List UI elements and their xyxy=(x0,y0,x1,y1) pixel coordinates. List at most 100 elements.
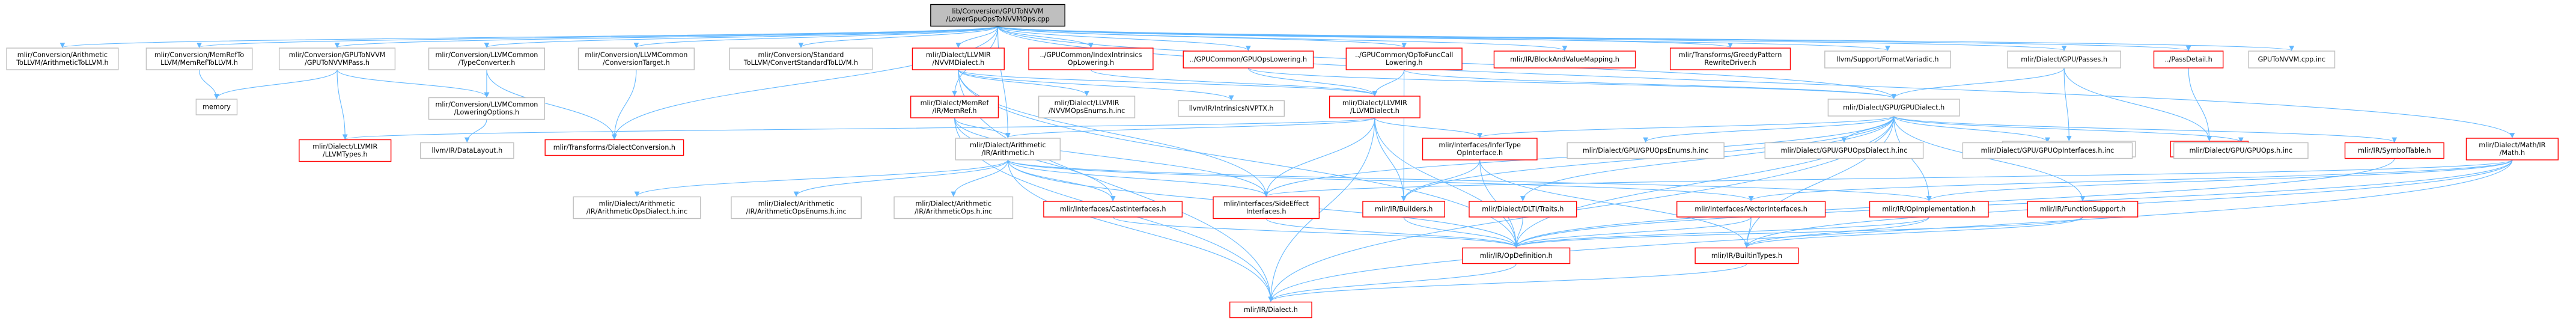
node-gpu-ops-inc: mlir/Dialect/GPU/GPUOps.h.inc xyxy=(2173,142,2309,159)
node-label: ../PassDetail.h xyxy=(2164,56,2212,64)
node-label: /GPUToNVVMPass.h xyxy=(305,59,370,67)
edge-root-to-memref-to-llvm xyxy=(196,26,999,48)
node-label: mlir/Dialect/MemRef xyxy=(921,99,990,107)
node-nvvm-dialect[interactable]: mlir/Dialect/LLVMIR/NVVMDialect.h xyxy=(912,47,1005,70)
node-label: mlir/IR/BlockAndValueMapping.h xyxy=(1510,56,1619,64)
node-box xyxy=(1329,96,1420,118)
node-box xyxy=(731,196,862,219)
node-label: mlir/Dialect/LLVMIR xyxy=(1055,99,1119,107)
node-label: /LLVMTypes.h xyxy=(323,151,367,159)
edge-root-to-block-and-value xyxy=(997,26,1568,51)
node-label: llvm/IR/DataLayout.h xyxy=(431,147,502,154)
node-builders[interactable]: mlir/IR/Builders.h xyxy=(1362,201,1446,218)
node-cast-interfaces[interactable]: mlir/Interfaces/CastInterfaces.h xyxy=(1043,201,1183,218)
node-box xyxy=(2153,50,2224,69)
node-label: Interfaces.h xyxy=(1246,208,1286,216)
node-box xyxy=(1676,201,1826,218)
node-label: mlir/Transforms/GreedyPattern xyxy=(1679,51,1782,59)
node-dlti-traits[interactable]: mlir/Dialect/DLTI/Traits.h xyxy=(1469,201,1577,218)
node-box xyxy=(1493,50,1636,69)
edge-arithmetic-h-to-vector-interfaces xyxy=(1007,159,1754,201)
node-math-h[interactable]: mlir/Dialect/Math/IR/Math.h xyxy=(2465,138,2559,160)
edge-cast-interfaces-to-op-definition xyxy=(1112,216,1519,248)
node-box xyxy=(573,196,701,219)
node-box xyxy=(1028,47,1154,70)
node-arith-to-llvm: mlir/Conversion/ArithmeticToLLVM/Arithme… xyxy=(6,47,119,70)
edge-gpu-dialect-to-gpu-enums-inc xyxy=(1643,115,1895,143)
node-label: mlir/IR/FunctionSupport.h xyxy=(2040,206,2126,213)
node-op-definition[interactable]: mlir/IR/OpDefinition.h xyxy=(1462,247,1571,264)
node-label: mlir/Dialect/LLVMIR xyxy=(1342,99,1407,107)
node-label: mlir/Interfaces/VectorInterfaces.h xyxy=(1694,206,1807,213)
node-nvvm-enums-inc: mlir/Dialect/LLVMIR/NVVMOpsEnums.h.inc xyxy=(1038,96,1136,118)
node-greedy-rewrite[interactable]: mlir/Transforms/GreedyPatternRewriteDriv… xyxy=(1669,47,1791,70)
node-llvm-dialect[interactable]: mlir/Dialect/LLVMIR/LLVMDialect.h xyxy=(1329,96,1420,118)
edge-llvm-dialect-to-infer-type xyxy=(1374,117,1483,138)
node-label: mlir/Conversion/LLVMCommon xyxy=(585,51,687,59)
node-box xyxy=(2248,50,2336,69)
node-pass-detail[interactable]: ../PassDetail.h xyxy=(2153,50,2224,69)
edge-index-intrinsics-to-llvm-dialect xyxy=(1090,69,1378,96)
node-symbol-table[interactable]: mlir/IR/SymbolTable.h xyxy=(2344,142,2444,159)
node-type-converter: mlir/Conversion/LLVMCommon/TypeConverter… xyxy=(428,47,546,70)
node-box xyxy=(1764,142,1924,159)
edge-pass-detail-to-pass-pass xyxy=(2188,67,2212,141)
edge-math-h-to-ir-dialect xyxy=(1268,159,2513,302)
node-label: mlir/IR/Dialect.h xyxy=(1244,306,1298,314)
node-label: /ConversionTarget.h xyxy=(603,59,670,67)
node-label: mlir/Conversion/GPUToNVVM xyxy=(289,51,386,59)
node-gpu-to-nvvm-pass: mlir/Conversion/GPUToNVVM/GPUToNVVMPass.… xyxy=(278,47,396,70)
node-label: mlir/Dialect/GPU/GPUDialect.h xyxy=(1843,104,1944,112)
node-label: mlir/IR/SymbolTable.h xyxy=(2358,147,2431,154)
node-llvm-types[interactable]: mlir/Dialect/LLVMIR/LLVMTypes.h xyxy=(299,139,392,162)
node-label: mlir/Interfaces/InferType xyxy=(1439,141,1521,149)
node-builtin-types[interactable]: mlir/IR/BuiltinTypes.h xyxy=(1694,247,1799,264)
node-label: mlir/Conversion/MemRefTo xyxy=(154,51,244,59)
node-gpu-op-lowering[interactable]: ../GPUCommon/GPUOpsLowering.h xyxy=(1183,50,1314,69)
node-label: mlir/IR/OpImplementation.h xyxy=(1882,206,1976,213)
edge-nvvm-dialect-to-side-effect xyxy=(958,69,1269,197)
node-ir-dialect[interactable]: mlir/IR/Dialect.h xyxy=(1229,301,1312,319)
node-label: mlir/Dialect/GPU/GPUOpsDialect.h.inc xyxy=(1781,147,1908,154)
node-label: /IR/ArithmeticOpsEnums.h.inc xyxy=(746,208,847,216)
node-label: /LLVMDialect.h xyxy=(1350,107,1399,115)
node-label: mlir/Dialect/Math/IR xyxy=(2479,141,2545,149)
node-box xyxy=(1869,201,1989,218)
node-label: OpLowering.h xyxy=(1068,59,1114,67)
node-vector-interfaces[interactable]: mlir/Interfaces/VectorInterfaces.h xyxy=(1676,201,1826,218)
edge-gpu-passes-to-pass-pass xyxy=(2063,67,2212,141)
edge-op-implementation-to-op-definition xyxy=(1514,216,1929,248)
node-label: /IR/MemRef.h xyxy=(933,107,977,115)
node-box xyxy=(428,47,546,70)
node-label: RewriteDriver.h xyxy=(1704,59,1756,67)
node-dialect-conversion[interactable]: mlir/Transforms/DialectConversion.h xyxy=(544,139,684,156)
edge-arithmetic-h-to-op-implementation xyxy=(1007,159,1932,201)
node-label: ../GPUCommon/IndexIntrinsics xyxy=(1040,51,1142,59)
edge-root-to-gpu-passes xyxy=(997,26,2066,51)
node-box xyxy=(729,47,873,70)
edge-side-effect-to-op-definition xyxy=(1265,218,1519,248)
node-label: mlir/IR/OpDefinition.h xyxy=(1480,252,1553,260)
edge-op-to-func-call-to-gpu-dialect xyxy=(1404,69,1896,99)
edge-math-h-to-op-definition xyxy=(1514,159,2513,248)
node-box xyxy=(894,196,1014,219)
node-gpu-interfaces-inc: mlir/Dialect/GPU/GPUOpInterfaces.h.inc xyxy=(1962,142,2133,159)
node-memref-h[interactable]: mlir/Dialect/MemRef/IR/MemRef.h xyxy=(910,96,999,118)
node-box xyxy=(1183,50,1314,69)
node-box xyxy=(1345,47,1463,70)
edge-llvm-dialect-to-builders xyxy=(1374,117,1407,201)
edge-root-to-gpu-to-nvvm-inc xyxy=(997,26,2294,51)
edge-root-to-std-to-llvm xyxy=(798,26,999,48)
node-arith-dialect-inc: mlir/Dialect/Arithmetic/IR/ArithmeticOps… xyxy=(573,196,701,219)
node-label: /IR/Arithmetic.h xyxy=(982,149,1035,157)
edge-llvm-dialect-to-op-definition xyxy=(1374,117,1519,248)
node-function-support[interactable]: mlir/IR/FunctionSupport.h xyxy=(2027,201,2139,218)
node-box xyxy=(1469,201,1577,218)
node-block-and-value[interactable]: mlir/IR/BlockAndValueMapping.h xyxy=(1493,50,1636,69)
edge-op-to-func-call-to-llvm-dialect xyxy=(1372,69,1405,96)
node-op-implementation[interactable]: mlir/IR/OpImplementation.h xyxy=(1869,201,1989,218)
